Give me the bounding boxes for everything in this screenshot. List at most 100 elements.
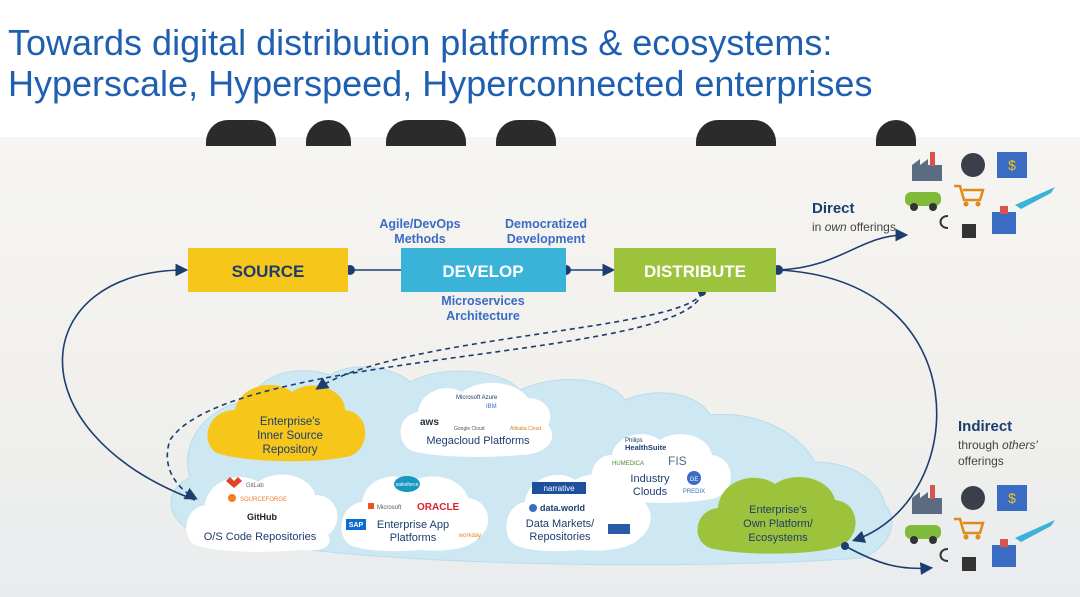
- agile-line-2: Methods: [394, 232, 445, 246]
- inner-source-line-2: Inner Source: [257, 430, 323, 442]
- svg-text:$: $: [1008, 490, 1016, 506]
- connectors: [61, 228, 938, 576]
- sourceforge-logo: SOURCEFORGE: [240, 497, 287, 503]
- indirect-subtitle-2: offerings: [958, 454, 1004, 468]
- industry-icons-top: $: [905, 152, 1055, 238]
- stage-develop: DEVELOP: [401, 248, 566, 292]
- alibaba-cloud-logo: Alibaba Cloud: [510, 426, 541, 432]
- narrative-icon: [532, 482, 586, 494]
- car-icon: [905, 525, 941, 544]
- airplane-icon: [1015, 187, 1055, 209]
- hospital-icon: [992, 206, 1016, 234]
- connector-indirect: [777, 269, 938, 543]
- title-line-2: Hyperscale, Hyperspeed, Hyperconnected e…: [8, 63, 873, 104]
- github-logo: GitHub: [247, 512, 277, 522]
- ibm-logo: IBM: [486, 404, 497, 410]
- aws-logo: aws: [420, 417, 439, 428]
- os-code-label: O/S Code Repositories: [204, 531, 317, 543]
- data-world-logo: data.world: [540, 503, 585, 513]
- own-platform-line-2: Own Platform/: [743, 518, 814, 530]
- industry-line-1: Industry: [630, 473, 670, 485]
- google-cloud-logo: Google Cloud: [454, 426, 485, 432]
- car-icon: [905, 192, 941, 211]
- philips-logo-2: HealthSuite: [625, 443, 666, 452]
- democratized-line-1: Democratized: [505, 217, 587, 231]
- cloud-os-code: GitLab SOURCEFORGE GitHub O/S Code Repos…: [186, 474, 338, 552]
- factory-icon: [912, 485, 942, 514]
- enterprise-app-line-2: Platforms: [390, 532, 437, 544]
- cloud-industry: Philips HealthSuite HUMEDICA FIS GE PRED…: [591, 434, 731, 503]
- data-world-icon: [529, 504, 537, 512]
- own-platform-line-3: Ecosystems: [748, 532, 808, 544]
- workday-logo: workday: [458, 533, 481, 539]
- cloud-inner-source: Enterprise's Inner Source Repository: [207, 384, 366, 462]
- salesforce-icon: [394, 476, 420, 492]
- cropped-heading-fragment: [176, 120, 936, 146]
- factory-icon: [912, 152, 942, 181]
- cloud-data-markets: narrative data.world Data Markets/ Repos…: [506, 474, 651, 552]
- sap-logo: SAP: [349, 522, 364, 529]
- indirect-subtitle-1: through others': [958, 438, 1038, 452]
- microsoft-icon: [368, 503, 374, 509]
- gitlab-icon: [226, 477, 242, 488]
- inner-source-line-3: Repository: [263, 444, 318, 456]
- oracle-logo: ORACLE: [417, 502, 460, 513]
- stage-distribute: DISTRIBUTE: [614, 248, 776, 292]
- micro-line-2: Architecture: [446, 309, 520, 323]
- title-line-1: Towards digital distribution platforms &…: [8, 22, 833, 63]
- ge-logo: GE: [690, 477, 699, 483]
- predix-logo: PREDIX: [683, 489, 705, 495]
- narrative-logo: narrative: [543, 484, 575, 493]
- bank-icon: $: [997, 485, 1027, 511]
- hospital-icon: [992, 539, 1016, 567]
- sap-icon: [346, 519, 366, 530]
- enterprise-app-line-1: Enterprise App: [377, 519, 449, 531]
- tire-icon: [961, 486, 985, 510]
- fis-logo: FIS: [668, 454, 687, 468]
- megacloud-label: Megacloud Platforms: [426, 435, 530, 447]
- inner-source-line-1: Enterprise's: [260, 416, 321, 428]
- industry-line-2: Clouds: [633, 486, 668, 498]
- connector-direct: [777, 228, 909, 271]
- airplane-icon: [1015, 520, 1055, 542]
- sourceforge-icon: [228, 494, 236, 502]
- azure-logo: Microsoft Azure: [456, 395, 498, 401]
- philips-logo-1: Philips: [625, 438, 643, 444]
- stage-develop-label: DEVELOP: [442, 262, 523, 281]
- plug-icon: [939, 215, 976, 238]
- stage-distribute-label: DISTRIBUTE: [644, 262, 746, 281]
- stage-source-label: SOURCE: [232, 262, 305, 281]
- direct-title: Direct: [812, 200, 855, 217]
- agile-line-1: Agile/DevOps: [379, 217, 460, 231]
- micro-line-1: Microservices: [441, 294, 524, 308]
- connector-loop-to-source: [61, 263, 196, 501]
- channel-indirect: Indirect through others' offerings: [958, 418, 1038, 468]
- plug-icon: [939, 548, 976, 571]
- salesforce-logo: salesforce: [396, 482, 419, 488]
- data-vendor-icon: [608, 524, 630, 534]
- bank-icon: $: [997, 152, 1027, 178]
- humedica-logo: HUMEDICA: [612, 461, 644, 467]
- tire-icon: [961, 153, 985, 177]
- shopping-cart-icon: [954, 517, 985, 540]
- connector-ecosystem-out: [844, 545, 934, 576]
- channel-direct: Direct in own offerings: [812, 200, 896, 234]
- cloud-enterprise-app: salesforce Microsoft ORACLE SAP Enterpri…: [341, 476, 489, 552]
- stage-source: SOURCE: [188, 248, 348, 292]
- direct-subtitle: in own offerings: [812, 220, 896, 234]
- data-markets-line-2: Repositories: [529, 531, 591, 543]
- indirect-title: Indirect: [958, 418, 1012, 435]
- shopping-cart-icon: [954, 184, 985, 207]
- cloud-megacloud-platforms: Microsoft Azure IBM aws Google Cloud Ali…: [400, 382, 553, 457]
- democratized-line-2: Development: [507, 232, 586, 246]
- gitlab-logo: GitLab: [246, 483, 264, 489]
- slide-title: Towards digital distribution platforms &…: [8, 22, 872, 104]
- ge-icon: [687, 471, 701, 485]
- connector-dashed-inner: [315, 291, 703, 390]
- connector-dashed-os: [166, 291, 703, 500]
- cloud-own-platform: Enterprise's Own Platform/ Ecosystems: [697, 477, 856, 554]
- data-markets-line-1: Data Markets/: [526, 518, 595, 530]
- industry-icons-bottom: $: [905, 485, 1055, 571]
- svg-text:$: $: [1008, 157, 1016, 173]
